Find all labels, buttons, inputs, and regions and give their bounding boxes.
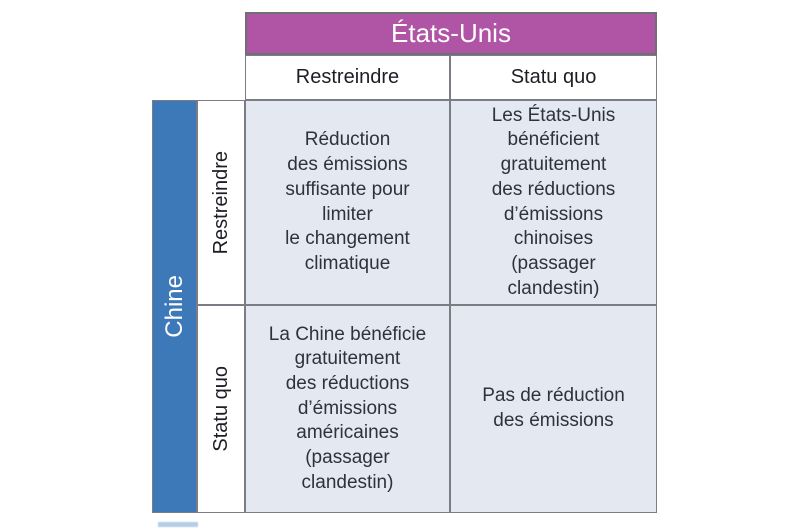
outcome-cell-restreindre-restreindre: Réduction des émissions suffisante pour … — [245, 100, 450, 305]
china-strategy-statu-quo-header: Statu quo — [197, 305, 245, 513]
outcome-cell-restreindre-statu-quo: Les États-Unis bénéficient gratuitement … — [450, 100, 657, 305]
china-strategy-statu-quo-label: Statu quo — [209, 366, 232, 452]
column-player-header: États-Unis — [245, 12, 657, 55]
row-player-header: Chine — [152, 100, 197, 513]
china-strategy-restreindre-label: Restreindre — [209, 150, 232, 255]
us-strategy-restreindre-header: Restreindre — [245, 55, 450, 100]
china-strategy-restreindre-header: Restreindre — [197, 100, 245, 305]
outcome-cell-statu-quo-statu-quo: Pas de réduction des émissions — [450, 305, 657, 513]
us-strategy-statu-quo-header: Statu quo — [450, 55, 657, 100]
bottom-edge-artifact — [158, 522, 198, 527]
row-player-label: Chine — [160, 275, 188, 338]
payoff-matrix: États-Unis Restreindre Statu quo Chine R… — [152, 12, 657, 513]
outcome-cell-statu-quo-restreindre: La Chine bénéficie gratuitement des rédu… — [245, 305, 450, 513]
